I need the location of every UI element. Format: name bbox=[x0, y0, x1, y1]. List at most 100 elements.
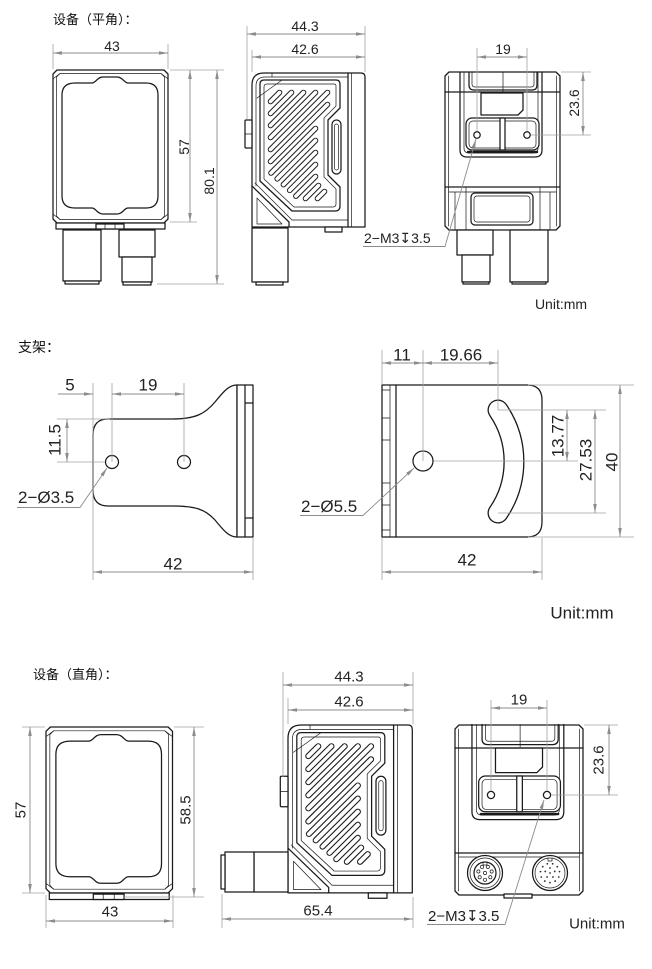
connector-pin bbox=[477, 875, 482, 880]
dim-front-width: 43 bbox=[45, 895, 174, 928]
dimension-label: 19 bbox=[495, 41, 511, 57]
grill-slot-interior bbox=[313, 796, 360, 843]
grill-slot bbox=[305, 743, 322, 760]
back-view bbox=[455, 724, 583, 898]
grill-slot-interior bbox=[294, 174, 318, 198]
bottom-tab bbox=[325, 227, 342, 232]
grill-frame-inner bbox=[264, 84, 336, 207]
unit-label: Unit:mm bbox=[535, 296, 587, 312]
extension-lines bbox=[476, 48, 528, 131]
housing-outline bbox=[46, 727, 173, 893]
unit-label: Unit:mm bbox=[550, 604, 613, 623]
connector-pin bbox=[552, 876, 554, 878]
connector-key bbox=[483, 862, 487, 865]
plate-divider bbox=[517, 776, 523, 812]
connector-pin bbox=[483, 871, 487, 875]
bracket-plate-profile bbox=[93, 385, 237, 537]
cable-exit-window bbox=[294, 861, 322, 889]
grill-slot-interior bbox=[306, 744, 334, 772]
indicator-slot-inner bbox=[379, 781, 383, 831]
grill-slot bbox=[314, 188, 328, 202]
plate-divider bbox=[500, 118, 505, 150]
grill-frame-inner bbox=[301, 737, 380, 871]
cable-connector-horizontal bbox=[221, 852, 288, 892]
dim-bracket-slot-half-span: 13.77 bbox=[549, 410, 569, 461]
bracket-flange-bend bbox=[245, 385, 253, 537]
thread-callout: 2−M3↧3.5 bbox=[427, 799, 545, 925]
label-recess bbox=[481, 93, 523, 115]
dim-side-overall-depth: 44.3 bbox=[246, 18, 366, 119]
arc-slot bbox=[487, 399, 525, 524]
connector-pin bbox=[558, 870, 561, 873]
grill-slot bbox=[305, 743, 348, 786]
grill-slot bbox=[305, 756, 375, 825]
grill-slot bbox=[305, 743, 361, 799]
dim-front-total-height: 80.1 bbox=[157, 70, 224, 285]
back-view bbox=[445, 72, 560, 284]
grill-slot-interior bbox=[320, 809, 360, 849]
indicator-slot-inner bbox=[335, 124, 339, 170]
grill-slots bbox=[305, 743, 375, 865]
dimension-label: 57 bbox=[13, 802, 30, 819]
thread-hole-right bbox=[524, 132, 530, 138]
dimension-label: 19 bbox=[511, 692, 528, 709]
dim-back-hole-height: 23.6 bbox=[531, 71, 591, 136]
mount-frame-outer bbox=[460, 72, 542, 157]
grill-slot-interior bbox=[344, 845, 364, 864]
connector-pin bbox=[541, 865, 544, 868]
grill-slot bbox=[267, 89, 331, 153]
indicator-slot bbox=[376, 776, 386, 835]
connector-lip bbox=[256, 282, 283, 285]
corner-chamfers bbox=[47, 731, 172, 889]
grill-slot-interior bbox=[269, 126, 318, 175]
grill-slot bbox=[312, 795, 361, 844]
connector-lip bbox=[221, 855, 225, 889]
grill-slot bbox=[305, 743, 335, 773]
dimension-label: 43 bbox=[104, 38, 120, 54]
connector-nut bbox=[254, 852, 288, 892]
dim-bracket-edge-offset: 5 bbox=[58, 376, 94, 580]
grill-slot bbox=[356, 851, 371, 865]
section-title: 设备（直角）： bbox=[33, 667, 118, 683]
top-chamfer-line bbox=[294, 733, 322, 753]
camera-side-body bbox=[245, 73, 365, 232]
grill-slot-interior bbox=[281, 150, 318, 187]
dim-side-body-depth: 42.6 bbox=[251, 41, 365, 72]
thread-note: 2−M3↧3.5 bbox=[428, 908, 499, 925]
top-slot-inner bbox=[485, 724, 554, 746]
connector-nut bbox=[457, 230, 493, 255]
mounting-face bbox=[472, 724, 564, 819]
connector-nut bbox=[119, 230, 155, 257]
dimension-label: 13.77 bbox=[549, 415, 568, 458]
indicator-tab-dividers bbox=[103, 894, 114, 899]
dimension-label: 23.6 bbox=[566, 89, 582, 116]
grill-slot-interior bbox=[306, 783, 360, 836]
lens-window bbox=[56, 735, 162, 884]
section-flat-mount: 设备（平角）： 43 57 80.1 bbox=[53, 12, 591, 312]
mounting-face-holder bbox=[472, 724, 564, 819]
cable-connector bbox=[252, 228, 288, 285]
dimension-label: 19 bbox=[139, 376, 158, 395]
grill-slot-interior bbox=[268, 102, 330, 164]
connector-body bbox=[122, 257, 152, 282]
grill-slot bbox=[286, 161, 319, 194]
connector-body bbox=[462, 255, 490, 282]
leader-line bbox=[17, 467, 108, 508]
bottom-tab bbox=[504, 894, 532, 898]
extension-lines bbox=[282, 672, 414, 777]
grill-slot-interior bbox=[275, 138, 318, 181]
housing-outline bbox=[53, 70, 168, 223]
grill-slot bbox=[268, 125, 319, 176]
m12-connector-17pin bbox=[533, 856, 568, 891]
arc-slot-interior bbox=[488, 400, 524, 523]
connector-window-inner bbox=[474, 196, 530, 222]
dimension-label: 42.6 bbox=[334, 694, 363, 711]
grill-slot bbox=[267, 89, 283, 105]
connector-pin bbox=[553, 870, 556, 873]
grill-slot-interior bbox=[358, 852, 370, 864]
side-edges bbox=[449, 76, 557, 226]
grill-slot bbox=[343, 844, 365, 865]
indicator-tab-dividers bbox=[105, 224, 115, 229]
label-recess bbox=[495, 748, 542, 773]
